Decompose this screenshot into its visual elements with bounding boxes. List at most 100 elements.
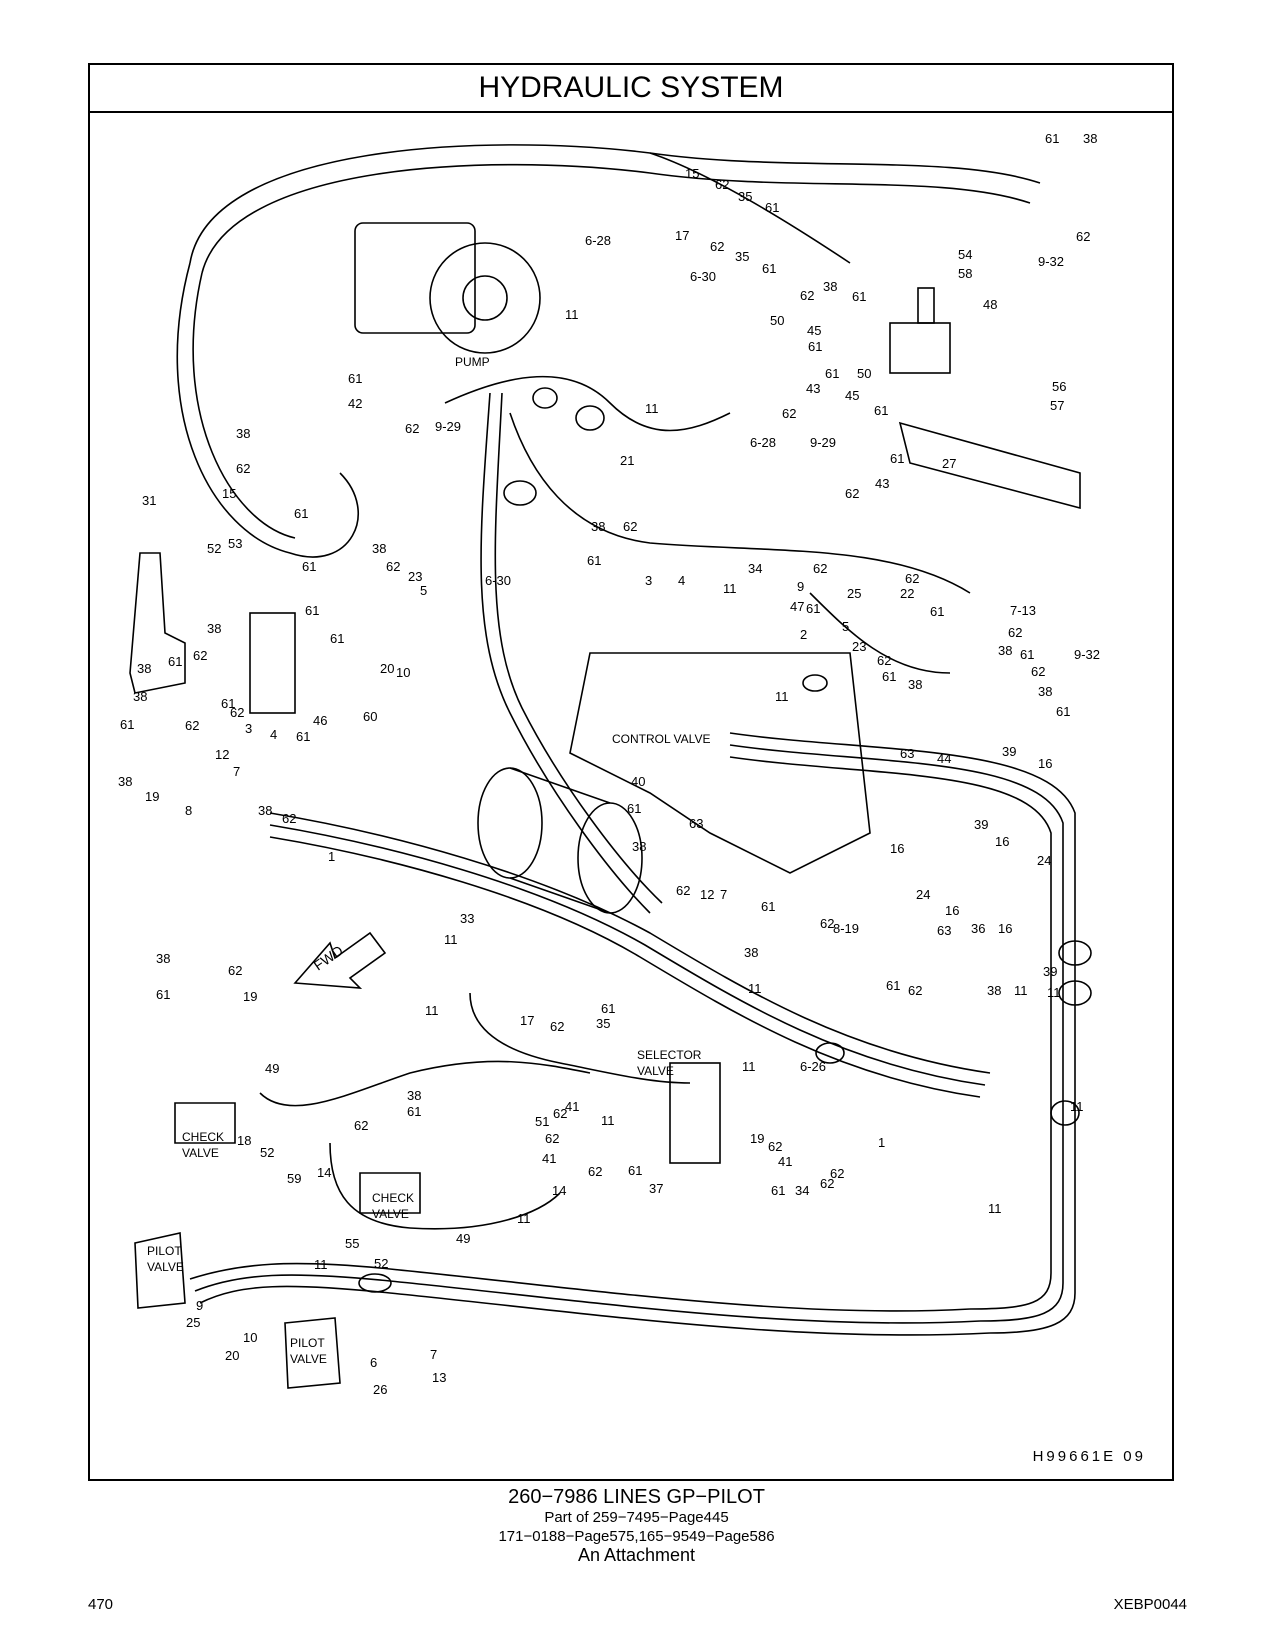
part-callout: 62	[877, 653, 891, 668]
hose-left-loop	[176, 262, 359, 558]
part-callout: 38	[744, 945, 758, 960]
part-callout: 54	[958, 247, 972, 262]
part-callout: 20	[380, 661, 394, 676]
part-callout: 10	[396, 665, 410, 680]
part-callout: 49	[265, 1061, 279, 1076]
part-callout: 38	[372, 541, 386, 556]
drawing-id: H99661E 09	[1032, 1448, 1146, 1465]
part-callout: 62	[905, 571, 919, 586]
part-callout: 15	[685, 166, 699, 181]
part-callout: 62	[715, 177, 729, 192]
part-callout: 62	[1031, 664, 1045, 679]
hose-pilot-loop	[329, 1142, 561, 1230]
pump-flywheel	[429, 242, 541, 354]
part-callout: 38	[137, 661, 151, 676]
part-callout: 11	[723, 581, 737, 596]
part-callout: 38	[133, 689, 147, 704]
part-callout: 11	[444, 932, 458, 947]
label-pump: PUMP	[455, 355, 490, 369]
label-check-valve-a-1: CHECK	[182, 1130, 224, 1144]
part-callout: 12	[700, 887, 714, 902]
part-callout: 62	[228, 963, 242, 978]
part-callout: 62	[676, 883, 690, 898]
part-callout: 61	[305, 603, 319, 618]
part-callout: 8-19	[833, 921, 859, 936]
label-fwd: FWD	[311, 942, 346, 973]
hose-bottom-bundle-3	[189, 1262, 971, 1312]
caption-line2: Part of 259−7495−Page445	[544, 1509, 729, 1526]
part-callout: 34	[795, 1183, 809, 1198]
part-callout: 45	[845, 388, 859, 403]
part-callout: 61	[407, 1104, 421, 1119]
label-selector-valve-1: SELECTOR	[637, 1048, 702, 1062]
part-callout: 61	[296, 729, 310, 744]
part-callout: 52	[260, 1145, 274, 1160]
part-callout: 21	[620, 453, 634, 468]
part-callout: 61	[852, 289, 866, 304]
part-callout: 50	[857, 366, 871, 381]
part-callout: 53	[228, 536, 242, 551]
part-callout: 41	[778, 1154, 792, 1169]
part-callout: 61	[627, 801, 641, 816]
part-callout: 19	[750, 1131, 764, 1146]
part-callout: 62	[550, 1019, 564, 1034]
part-callout: 38	[591, 519, 605, 534]
part-callout: 49	[456, 1231, 470, 1246]
label-check-valve-a-2: VALVE	[182, 1146, 219, 1160]
part-callout: 61	[890, 451, 904, 466]
label-pilot-valve-b-2: VALVE	[290, 1352, 327, 1366]
part-callout: 62	[820, 916, 834, 931]
part-callout: 60	[363, 709, 377, 724]
part-callout: 24	[1037, 853, 1051, 868]
part-callout: 20	[225, 1348, 239, 1363]
part-callout: 62	[193, 648, 207, 663]
part-callout: 9	[797, 579, 804, 594]
hose-selector	[469, 992, 691, 1084]
pilot-valve-b	[284, 1317, 341, 1389]
part-callout: 11	[1047, 985, 1061, 1000]
part-callout: 6	[370, 1355, 377, 1370]
part-callout: 62	[908, 983, 922, 998]
part-callout: 23	[408, 569, 422, 584]
hose-bottom-bundle	[199, 1285, 991, 1336]
part-callout: 52	[374, 1256, 388, 1271]
part-callout: 6-30	[485, 573, 511, 588]
part-callout: 56	[1052, 379, 1066, 394]
caption-line4: An Attachment	[577, 1545, 696, 1565]
hose-bottom-bundle-2	[194, 1274, 981, 1324]
part-callout: 61	[761, 899, 775, 914]
part-callout: 62	[354, 1118, 368, 1133]
part-callout: 9-32	[1074, 647, 1100, 662]
part-callout: 5	[842, 619, 849, 634]
part-callout: 41	[542, 1151, 556, 1166]
part-callout: 61	[156, 987, 170, 1002]
part-callout: 62	[800, 288, 814, 303]
part-callout: 62	[553, 1106, 567, 1121]
part-callout: 8	[185, 803, 192, 818]
part-callout: 38	[908, 677, 922, 692]
part-callout: 16	[998, 921, 1012, 936]
label-control-valve: CONTROL VALVE	[612, 732, 710, 746]
part-callout: 11	[601, 1113, 615, 1128]
part-callout: 61	[808, 339, 822, 354]
part-callout: 17	[520, 1013, 534, 1028]
manifold-block	[889, 322, 951, 374]
part-callout: 11	[517, 1211, 531, 1226]
part-callout: 11	[314, 1257, 328, 1272]
part-callout: 1	[328, 849, 335, 864]
part-callout: 62	[545, 1131, 559, 1146]
part-callout: 61	[886, 978, 900, 993]
part-callout: 62	[588, 1164, 602, 1179]
part-callout: 24	[916, 887, 930, 902]
part-callout: 14	[317, 1165, 331, 1180]
selector-valve-body	[669, 1062, 721, 1164]
document-id: XEBP0044	[1113, 1596, 1187, 1613]
hose-to-control	[509, 412, 971, 594]
part-callout: 6-28	[585, 233, 611, 248]
hose-right-bundle-3	[729, 756, 1052, 1310]
part-callout: 59	[287, 1171, 301, 1186]
hose-bundle-top-2	[201, 163, 1031, 274]
part-callout: 1	[878, 1135, 885, 1150]
part-callout: 11	[1070, 1099, 1084, 1114]
